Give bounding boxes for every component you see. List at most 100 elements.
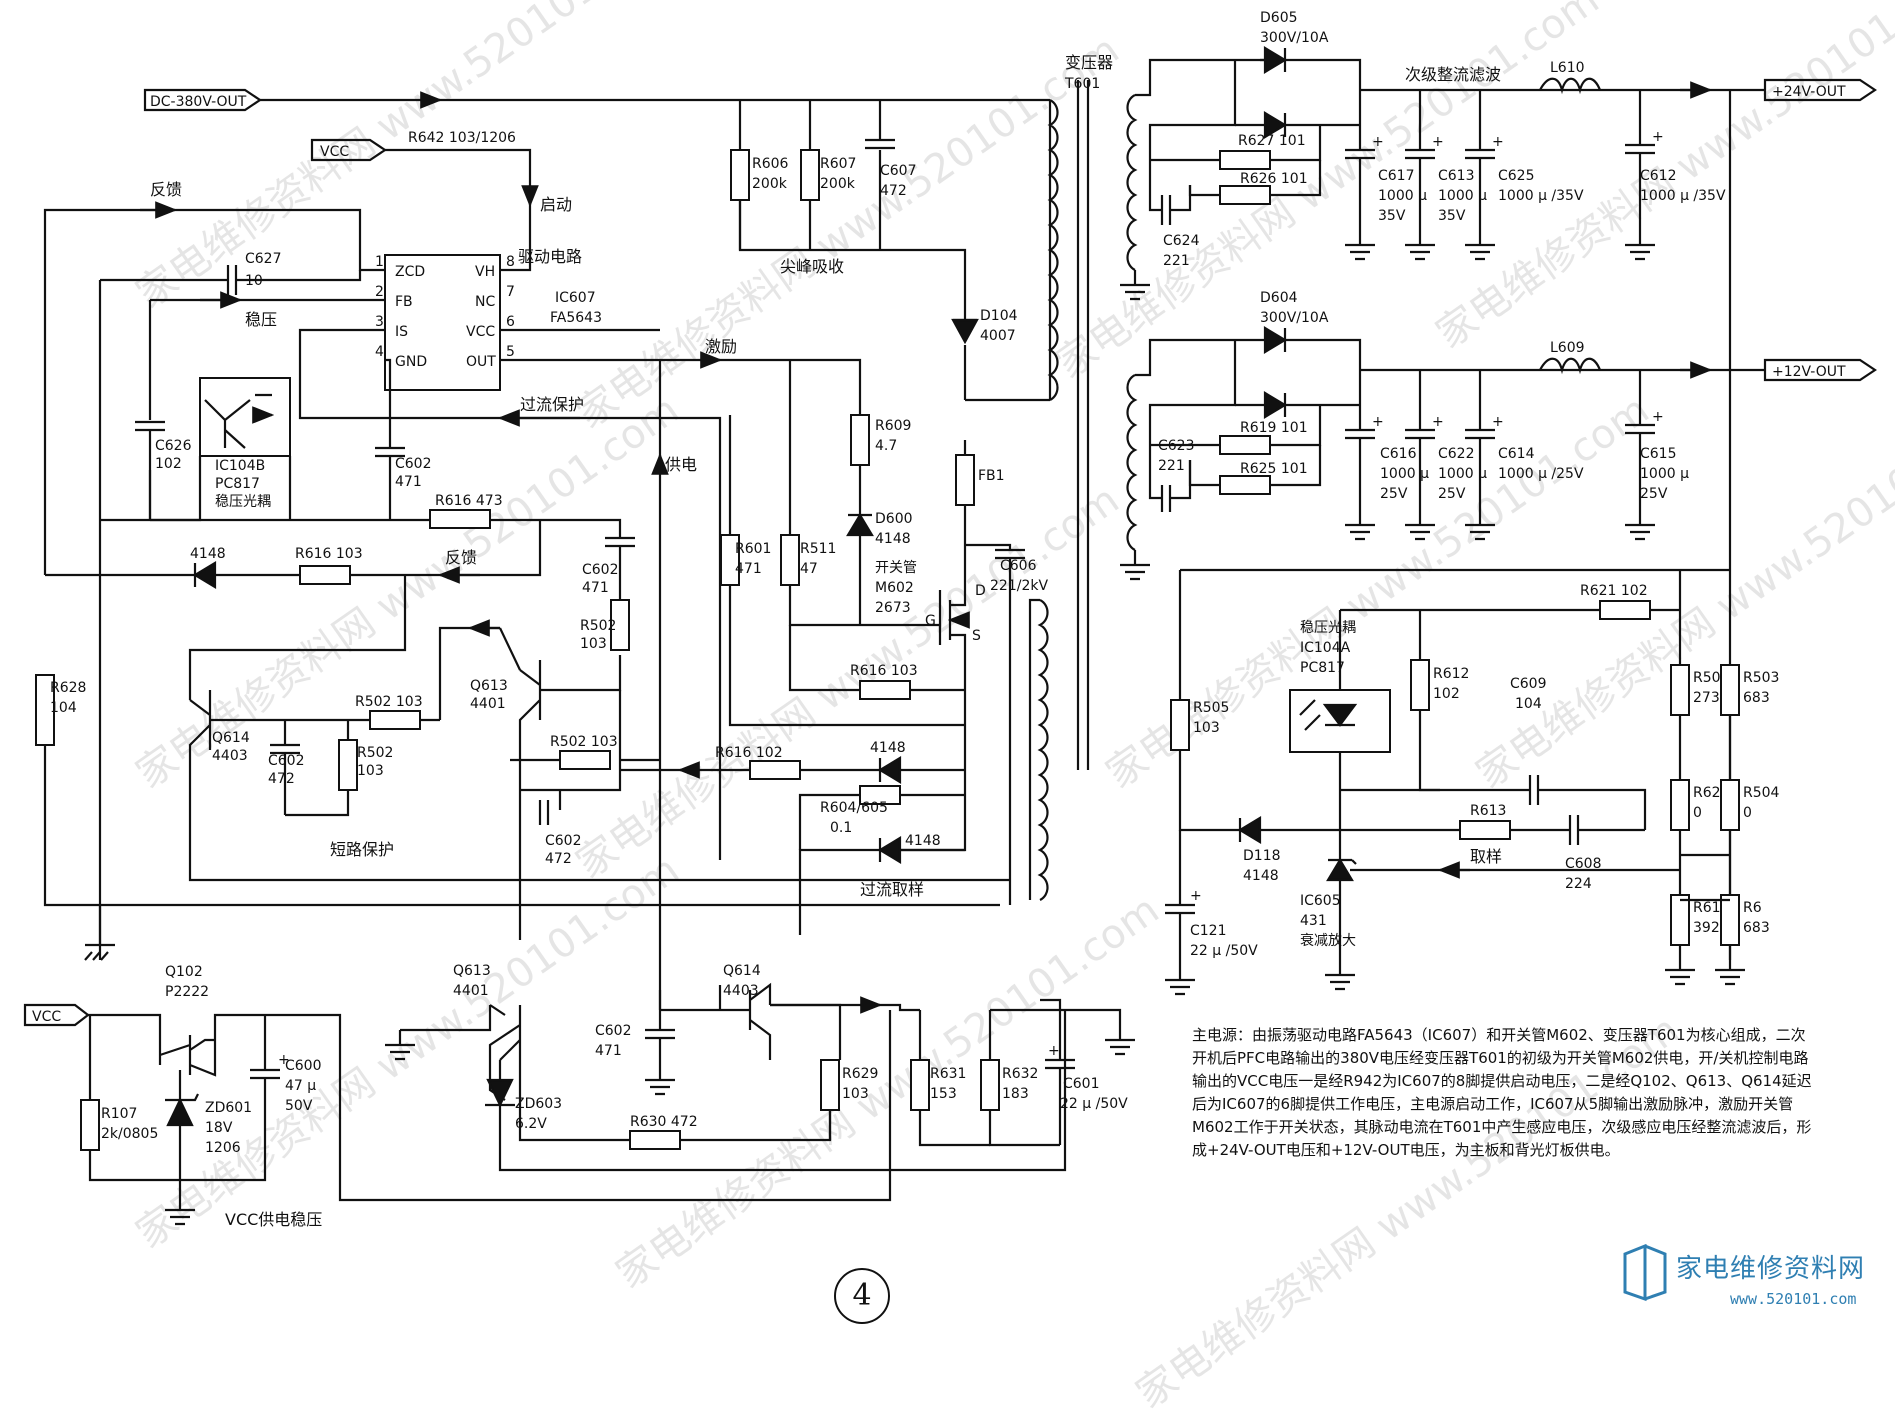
svg-text:6.2V: 6.2V [515, 1116, 547, 1132]
svg-text:R502 103: R502 103 [550, 734, 618, 750]
overcurrent-label: 过流保护 [520, 395, 584, 414]
svg-text:R630 472: R630 472 [630, 1114, 698, 1130]
svg-text:4148: 4148 [190, 546, 226, 562]
svg-text:ZD603: ZD603 [515, 1096, 562, 1112]
svg-text:D118: D118 [1243, 848, 1281, 864]
svg-text:47 μ: 47 μ [285, 1078, 316, 1094]
svg-text:431: 431 [1300, 913, 1327, 929]
svg-text:224: 224 [1565, 876, 1592, 892]
svg-text:R612: R612 [1433, 666, 1469, 682]
svg-text:开关管: 开关管 [875, 560, 917, 576]
svg-text:D605: D605 [1260, 10, 1298, 26]
svg-text:R629: R629 [842, 1066, 878, 1082]
svg-text:8: 8 [506, 254, 515, 270]
svg-text:273: 273 [1693, 690, 1720, 706]
svg-text:D: D [975, 583, 986, 599]
svg-text:3: 3 [375, 314, 384, 330]
svg-text:50V: 50V [285, 1098, 313, 1114]
feedback-label: 反馈 [150, 180, 182, 199]
svg-text:R503: R503 [1743, 670, 1779, 686]
svg-text:R616 102: R616 102 [715, 745, 783, 761]
svg-text:FB: FB [395, 294, 413, 310]
svg-text:472: 472 [268, 771, 295, 787]
svg-text:221: 221 [1163, 253, 1190, 269]
svg-text:C627: C627 [245, 251, 282, 267]
svg-text:35V: 35V [1438, 208, 1466, 224]
svg-text:C602: C602 [582, 562, 619, 578]
svg-text:C622: C622 [1438, 446, 1475, 462]
page-number: 4 [834, 1268, 890, 1324]
svg-text:R505: R505 [1193, 700, 1229, 716]
plus-c617: + [1372, 134, 1384, 150]
svg-text:683: 683 [1743, 920, 1770, 936]
svg-text:1000 μ: 1000 μ [1438, 466, 1487, 482]
svg-text:ZCD: ZCD [395, 264, 425, 280]
out24-label: +24V-OUT [1772, 84, 1846, 100]
svg-text:200k: 200k [752, 176, 788, 192]
svg-text:C602: C602 [268, 753, 305, 769]
svg-text:IC104A: IC104A [1300, 640, 1351, 656]
svg-text:OUT: OUT [466, 354, 496, 370]
svg-text:D600: D600 [875, 511, 913, 527]
svg-text:R606: R606 [752, 156, 789, 172]
svg-text:C601: C601 [1063, 1076, 1100, 1092]
svg-text:C607: C607 [880, 163, 917, 179]
svg-text:472: 472 [880, 183, 907, 199]
power-supply-label: 供电 [665, 455, 697, 474]
svg-text:4: 4 [375, 344, 384, 360]
svg-text:1000 μ /35V: 1000 μ /35V [1498, 188, 1584, 204]
svg-text:4401: 4401 [453, 983, 489, 999]
svg-text:4148: 4148 [870, 740, 906, 756]
out12-label: +12V-OUT [1772, 364, 1846, 380]
svg-text:C616: C616 [1380, 446, 1417, 462]
svg-text:R107: R107 [101, 1106, 137, 1122]
svg-text:1000 μ /25V: 1000 μ /25V [1498, 466, 1584, 482]
svg-text:183: 183 [1002, 1086, 1029, 1102]
svg-text:VCC: VCC [466, 324, 495, 340]
svg-text:472: 472 [545, 851, 572, 867]
svg-text:R502: R502 [357, 745, 393, 761]
svg-text:102: 102 [1433, 686, 1460, 702]
svg-text:104: 104 [50, 700, 77, 716]
svg-text:R632: R632 [1002, 1066, 1038, 1082]
svg-text:R607: R607 [820, 156, 856, 172]
svg-text:25V: 25V [1438, 486, 1466, 502]
svg-text:+: + [1372, 414, 1384, 430]
vcc-top-label: VCC [320, 144, 349, 160]
transformer-label: 变压器 [1065, 53, 1113, 72]
svg-text:C624: C624 [1163, 233, 1200, 249]
logo-icon [1623, 1244, 1667, 1302]
vcc-bottom-label: VCC [32, 1009, 61, 1025]
svg-text:C614: C614 [1498, 446, 1535, 462]
transformer-ref: T601 [1064, 76, 1100, 92]
excitation-label: 激励 [705, 337, 737, 356]
svg-text:R502: R502 [580, 618, 616, 634]
svg-text:25V: 25V [1380, 486, 1408, 502]
svg-text:103: 103 [842, 1086, 869, 1102]
svg-text:PC817: PC817 [215, 476, 260, 492]
svg-text:R625 101: R625 101 [1240, 461, 1308, 477]
out12-port [1763, 358, 1877, 382]
svg-text:D104: D104 [980, 308, 1018, 324]
svg-text:C625: C625 [1498, 168, 1535, 184]
svg-text:153: 153 [930, 1086, 957, 1102]
svg-text:C615: C615 [1640, 446, 1677, 462]
svg-text:300V/10A: 300V/10A [1260, 310, 1329, 326]
svg-text:C626: C626 [155, 438, 192, 454]
svg-text:0.1: 0.1 [830, 820, 852, 836]
svg-text:102: 102 [155, 456, 182, 472]
svg-text:衰减放大: 衰减放大 [1300, 932, 1356, 949]
svg-text:Q614: Q614 [723, 963, 761, 979]
svg-text:+: + [1652, 409, 1664, 425]
sample-label: 取样 [1470, 847, 1502, 866]
svg-text:0: 0 [1693, 805, 1702, 821]
svg-text:IS: IS [395, 324, 408, 340]
svg-text:35V: 35V [1378, 208, 1406, 224]
svg-text:1000 μ: 1000 μ [1438, 188, 1487, 204]
svg-text:4403: 4403 [723, 983, 759, 999]
svg-text:C602: C602 [595, 1023, 632, 1039]
svg-text:Q102: Q102 [165, 964, 203, 980]
svg-text:IC605: IC605 [1300, 893, 1341, 909]
svg-text:R511: R511 [800, 541, 836, 557]
svg-text:221/2kV: 221/2kV [990, 578, 1048, 594]
